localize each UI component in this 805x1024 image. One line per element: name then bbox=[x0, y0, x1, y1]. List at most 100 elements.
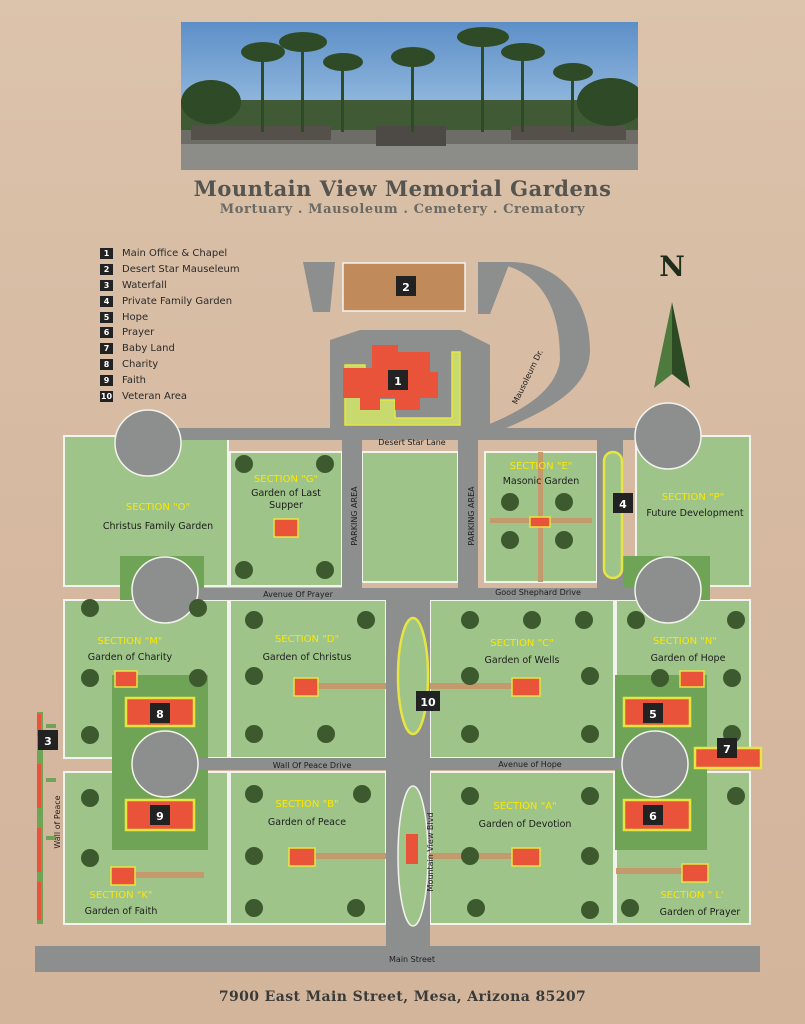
section-c-title: SECTION "C" bbox=[490, 638, 553, 649]
badge-1: 1 bbox=[388, 370, 408, 390]
legend-item: 8 Charity bbox=[100, 357, 240, 373]
section-p-title: SECTION "P" bbox=[662, 492, 724, 503]
section-g-title: SECTION "G" bbox=[254, 474, 318, 485]
section-e-title: SECTION "E" bbox=[510, 461, 573, 472]
svg-text:10: 10 bbox=[420, 696, 436, 709]
badge-8: 8 bbox=[150, 703, 170, 723]
section-l-name: Garden of Prayer bbox=[660, 907, 741, 918]
badge-10: 10 bbox=[416, 691, 440, 711]
legend-number: 1 bbox=[100, 248, 113, 260]
svg-text:8: 8 bbox=[156, 708, 164, 721]
entrance-photo-graphic bbox=[181, 27, 638, 170]
north-label: N bbox=[659, 250, 685, 283]
section-b-name: Garden of Peace bbox=[268, 817, 346, 828]
north-compass: N bbox=[654, 250, 690, 388]
legend-number: 2 bbox=[100, 264, 113, 276]
desert-star-lane-label: Desert Star Lane bbox=[378, 438, 446, 447]
section-n-title: SECTION "N" bbox=[653, 636, 717, 647]
legend-number: 8 bbox=[100, 358, 113, 370]
badge-5: 5 bbox=[643, 703, 663, 723]
section-a-name: Garden of Devotion bbox=[479, 819, 572, 830]
avenue-of-hope-label: Avenue of Hope bbox=[498, 760, 562, 769]
svg-text:3: 3 bbox=[44, 735, 52, 748]
page-title: Mountain View Memorial Gardens bbox=[193, 176, 612, 201]
roads bbox=[35, 262, 760, 972]
legend-item: 10 Veteran Area bbox=[100, 388, 240, 404]
section-d-title: SECTION "D" bbox=[275, 634, 339, 645]
svg-text:2: 2 bbox=[402, 281, 410, 294]
entrance-photo bbox=[181, 22, 638, 170]
svg-text:1: 1 bbox=[394, 375, 402, 388]
legend-label: Veteran Area bbox=[122, 390, 188, 402]
compass-arrow-icon bbox=[672, 302, 690, 388]
section-l-title: SECTION " L' bbox=[660, 890, 723, 901]
legend-number: 5 bbox=[100, 311, 113, 323]
mausoleum-dr-road bbox=[470, 262, 590, 440]
badge-7: 7 bbox=[717, 738, 737, 758]
legend-label: Hope bbox=[122, 311, 149, 323]
badge-3: 3 bbox=[38, 730, 58, 750]
wall-of-peace bbox=[37, 712, 56, 924]
private-family-garden[interactable] bbox=[602, 450, 624, 580]
svg-text:9: 9 bbox=[156, 810, 164, 823]
section-g-name1: Garden of Last bbox=[251, 488, 321, 499]
legend-item: 7 Baby Land bbox=[100, 341, 240, 357]
legend-item: 1 Main Office & Chapel bbox=[100, 246, 240, 262]
svg-text:6: 6 bbox=[649, 810, 657, 823]
legend-label: Desert Star Mauseleum bbox=[122, 264, 240, 276]
legend: 1 Main Office & Chapel 2 Desert Star Mause… bbox=[100, 246, 240, 404]
legend-label: Main Office & Chapel bbox=[122, 248, 228, 260]
legend-number: 10 bbox=[100, 390, 113, 402]
garden-markers bbox=[110, 516, 709, 886]
legend-item: 4 Private Family Garden bbox=[100, 293, 240, 309]
section-m-title: SECTION "M" bbox=[97, 636, 162, 647]
legend-label: Private Family Garden bbox=[122, 295, 233, 307]
section-p-name: Future Development bbox=[646, 508, 744, 519]
wall-of-peace-drive-label: Wall Of Peace Drive bbox=[273, 761, 352, 770]
badge-9: 9 bbox=[150, 805, 170, 825]
svg-text:4: 4 bbox=[619, 498, 627, 511]
legend-label: Baby Land bbox=[122, 343, 175, 355]
median-marker bbox=[406, 834, 418, 864]
section-d-name: Garden of Christus bbox=[263, 652, 352, 663]
section-labels: SECTION "O" Christus Family Garden SECTI… bbox=[85, 461, 744, 918]
road-edges bbox=[114, 402, 702, 798]
legend-number: 7 bbox=[100, 343, 113, 355]
svg-text:7: 7 bbox=[723, 743, 731, 756]
badge-2: 2 bbox=[396, 276, 416, 296]
svg-text:5: 5 bbox=[649, 708, 657, 721]
legend-label: Charity bbox=[122, 358, 159, 370]
section-a-title: SECTION "A" bbox=[493, 801, 556, 812]
mountain-view-blvd-label: Mountain View Blvd bbox=[426, 813, 435, 892]
veteran-median bbox=[396, 616, 430, 736]
parking-left-label: PARKING AREA bbox=[350, 486, 359, 546]
parking-left-road bbox=[342, 440, 362, 590]
trees bbox=[81, 455, 745, 919]
section-e-name: Masonic Garden bbox=[503, 476, 580, 487]
address: 7900 East Main Street, Mesa, Arizona 852… bbox=[218, 989, 587, 1005]
badge-4: 4 bbox=[613, 493, 633, 513]
section-k-title: SECTION "K" bbox=[90, 890, 153, 901]
legend-item: 5 Hope bbox=[100, 309, 240, 325]
center-lawn bbox=[361, 451, 459, 583]
left-drive bbox=[303, 262, 335, 312]
good-shephard-label: Good Shephard Drive bbox=[495, 588, 581, 597]
legend-item: 2 Desert Star Mauseleum bbox=[100, 262, 240, 278]
legend-label: Faith bbox=[122, 374, 146, 386]
page-subtitle: Mortuary . Mausoleum . Cemetery . Cremat… bbox=[219, 202, 586, 217]
legend-label: Prayer bbox=[122, 327, 155, 339]
wall-of-peace-label: Wall of Peace bbox=[53, 795, 62, 848]
main-street-label: Main Street bbox=[389, 955, 435, 964]
legend-number: 9 bbox=[100, 374, 113, 386]
parking-right-road bbox=[458, 440, 478, 590]
legend-number: 4 bbox=[100, 295, 113, 307]
section-o-title: SECTION "O" bbox=[126, 502, 190, 513]
section-o-name: Christus Family Garden bbox=[103, 521, 213, 532]
legend-number: 6 bbox=[100, 327, 113, 339]
parking-right-label: PARKING AREA bbox=[467, 486, 476, 546]
section-c-name: Garden of Wells bbox=[485, 655, 560, 666]
badge-6: 6 bbox=[643, 805, 663, 825]
